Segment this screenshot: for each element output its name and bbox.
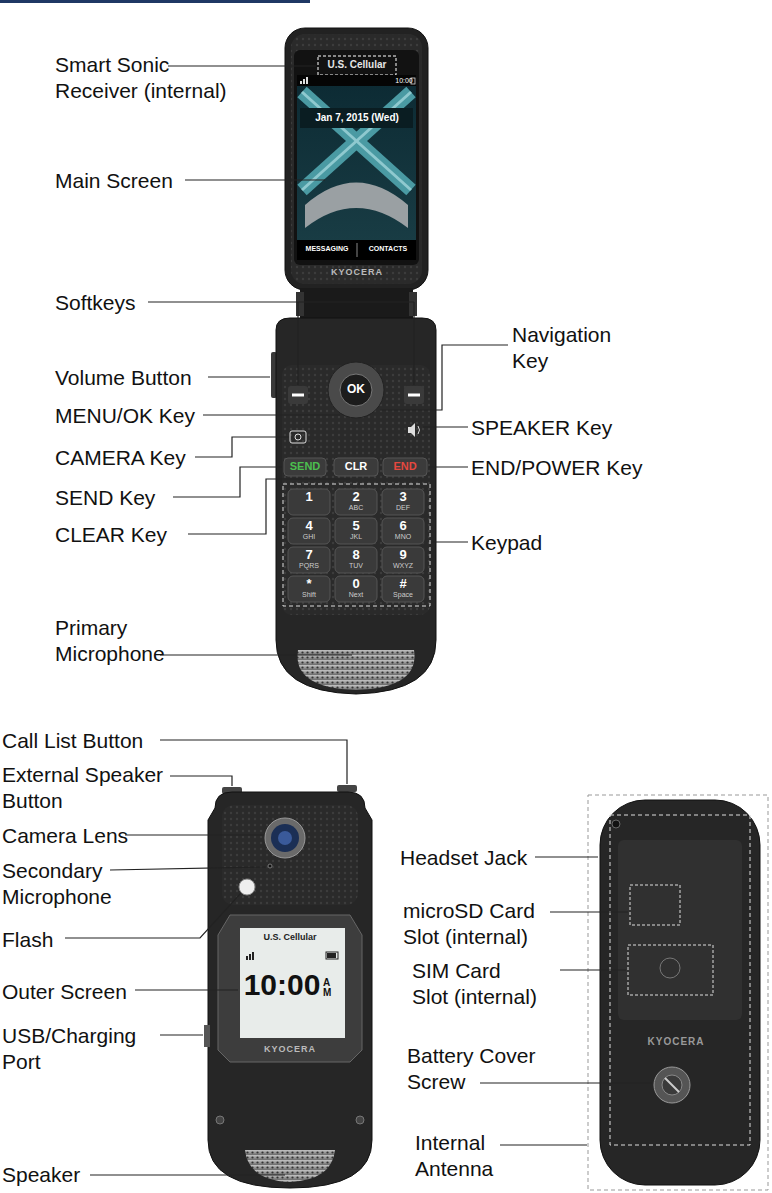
part-label: Flash <box>2 927 53 953</box>
screen-text: Jan 7, 2015 (Wed) <box>315 112 399 123</box>
brand-logo: KYOCERA <box>331 268 383 278</box>
part-label: External Speaker Button <box>2 762 177 815</box>
part-label: Secondary Microphone <box>2 858 132 911</box>
open-phone-flip <box>285 28 428 290</box>
key-label: 0 <box>352 577 359 591</box>
brand-logo: KYOCERA <box>647 1036 704 1047</box>
clock-text: 10:00 <box>244 968 321 1001</box>
part-label: Battery Cover Screw <box>407 1043 547 1096</box>
phone-back <box>588 795 768 1190</box>
part-label: Call List Button <box>2 728 143 754</box>
key-label: 8 <box>352 548 359 562</box>
key-letters: PQRS <box>299 562 319 570</box>
key-letters: TUV <box>349 562 363 570</box>
part-label: CLEAR Key <box>55 522 167 548</box>
part-label: Primary Microphone <box>55 615 205 668</box>
key-letters: Shift <box>302 591 316 599</box>
key-letters: WXYZ <box>393 562 413 570</box>
key-letters: Space <box>393 591 413 599</box>
part-label: Softkeys <box>55 290 136 316</box>
softkey-text: CONTACTS <box>369 245 407 253</box>
screen-text: 10:00 <box>395 77 413 85</box>
key-label: 4 <box>305 519 312 533</box>
brand-logo: KYOCERA <box>264 1045 316 1055</box>
key-label: 6 <box>399 519 406 533</box>
part-label: Volume Button <box>55 365 192 391</box>
softkey-text: MESSAGING <box>306 245 349 253</box>
part-label: Main Screen <box>55 168 173 194</box>
part-label: Outer Screen <box>2 979 127 1005</box>
key-letters: Next <box>349 591 363 599</box>
hinge <box>296 288 417 320</box>
part-label: Keypad <box>471 530 542 556</box>
part-label: Speaker <box>2 1162 80 1188</box>
part-label: USB/Charging Port <box>2 1023 162 1076</box>
key-letters: DEF <box>396 504 410 512</box>
part-label: SIM Card Slot (internal) <box>412 958 540 1011</box>
key-letters: JKL <box>350 533 362 541</box>
key-label: 7 <box>305 548 312 562</box>
part-label: Navigation Key <box>512 322 642 375</box>
key-letters: ABC <box>349 504 363 512</box>
part-label: END/POWER Key <box>471 455 643 481</box>
brand-logo: U.S. Cellular <box>263 933 316 943</box>
key-label: 1 <box>305 490 312 504</box>
brand-logo: U.S. Cellular <box>328 59 387 70</box>
clock-text: AM <box>323 978 331 998</box>
part-label: Headset Jack <box>400 845 527 871</box>
part-label: SEND Key <box>55 485 155 511</box>
key-label: * <box>306 577 311 591</box>
part-label: SPEAKER Key <box>471 415 612 441</box>
header-bar <box>0 0 310 3</box>
open-phone-base <box>271 318 436 694</box>
key-label: SEND <box>290 460 321 472</box>
part-label: microSD Card Slot (internal) <box>403 898 563 951</box>
key-label: 2 <box>352 490 359 504</box>
part-label: Camera Lens <box>2 823 128 849</box>
key-letters: GHI <box>303 533 315 541</box>
part-label: MENU/OK Key <box>55 403 195 429</box>
key-label: END <box>393 460 416 472</box>
key-label: OK <box>347 383 365 396</box>
key-label: CLR <box>345 460 368 472</box>
key-label: 9 <box>399 548 406 562</box>
key-letters: MNO <box>395 533 411 541</box>
leader-lines <box>65 66 652 1175</box>
part-label: CAMERA Key <box>55 445 186 471</box>
key-label: # <box>399 577 406 591</box>
key-label: 3 <box>399 490 406 504</box>
part-label: Smart Sonic Receiver (internal) <box>55 52 235 105</box>
key-label: 5 <box>352 519 359 533</box>
part-label: Internal Antenna <box>415 1130 505 1183</box>
closed-phone-front <box>204 785 372 1188</box>
